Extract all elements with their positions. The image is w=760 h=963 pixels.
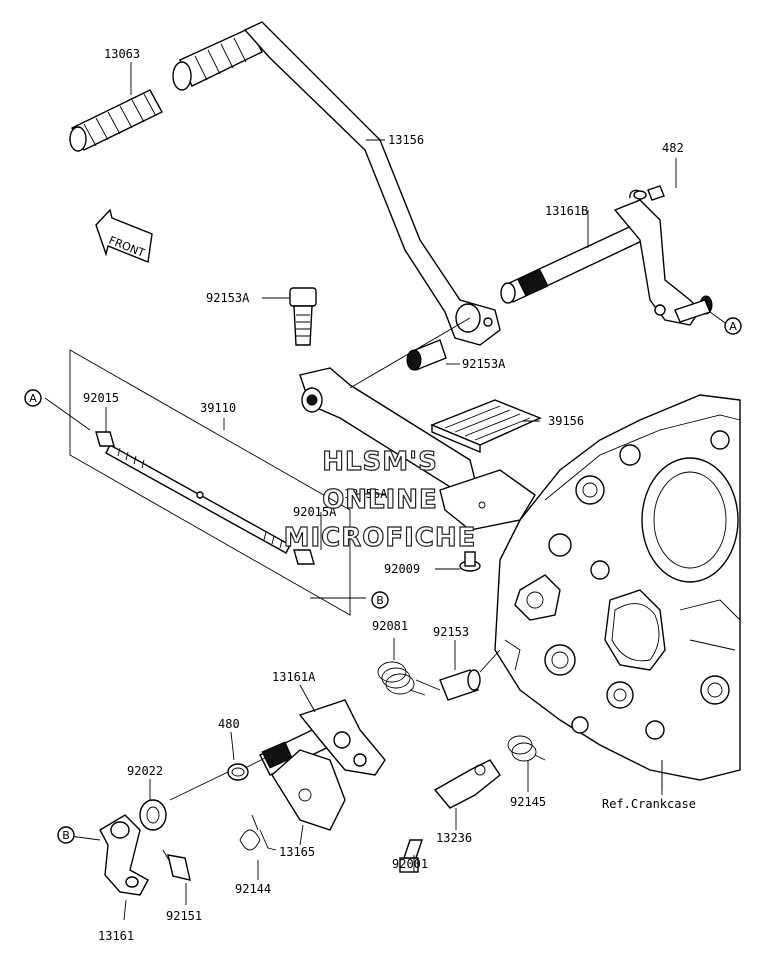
part-92009-bolt bbox=[459, 551, 481, 572]
watermark-line-3: MICROFICHE bbox=[284, 523, 477, 553]
svg-text:A: A bbox=[29, 392, 37, 405]
part-13156-arm bbox=[243, 21, 501, 346]
svg-text:B: B bbox=[62, 829, 70, 842]
part-480-ring bbox=[227, 763, 249, 781]
label-39110: 39110 bbox=[200, 401, 236, 415]
label-13156: 13156 bbox=[388, 133, 424, 147]
label-92144: 92144 bbox=[235, 882, 271, 896]
label-92081: 92081 bbox=[372, 619, 408, 633]
ref-circle-b-left: B bbox=[57, 826, 75, 844]
part-92081-spring bbox=[377, 661, 426, 696]
label-92001: 92001 bbox=[392, 857, 428, 871]
part-92153A-bolt-upper bbox=[289, 287, 317, 346]
part-13161B-shaft bbox=[500, 185, 713, 326]
part-labels: 13063 13156 482 13161B 92153A 92153A 920… bbox=[83, 47, 696, 943]
ref-circle-a-right: A bbox=[724, 317, 742, 335]
label-39156: 39156 bbox=[548, 414, 584, 428]
part-39110-rod bbox=[69, 349, 351, 616]
part-482-clip bbox=[629, 189, 647, 200]
label-92145: 92145 bbox=[510, 795, 546, 809]
svg-text:A: A bbox=[729, 320, 737, 333]
label-92153: 92153 bbox=[433, 625, 469, 639]
label-ref-crankcase: Ref.Crankcase bbox=[602, 797, 696, 811]
label-92153A-upper: 92153A bbox=[206, 291, 250, 305]
ref-circle-b-mid: B bbox=[371, 591, 389, 609]
crankcase bbox=[494, 394, 741, 790]
part-13236-plate bbox=[433, 759, 501, 809]
label-482: 482 bbox=[662, 141, 684, 155]
watermark: HLSM'S ONLINE MICROFICHE bbox=[283, 446, 477, 553]
label-92022: 92022 bbox=[127, 764, 163, 778]
part-92022-washer bbox=[139, 799, 167, 831]
watermark-line-1: HLSM'S bbox=[322, 447, 438, 477]
ref-circle-a-left: A bbox=[24, 389, 42, 407]
label-13236: 13236 bbox=[436, 831, 472, 845]
label-13156A: 13156A bbox=[344, 487, 388, 501]
part-92151-bolt bbox=[162, 849, 191, 881]
label-13161B: 13161B bbox=[545, 204, 588, 218]
part-92153-bolt bbox=[439, 669, 481, 701]
label-13063: 13063 bbox=[104, 47, 140, 61]
label-92151: 92151 bbox=[166, 909, 202, 923]
label-92153A-lower: 92153A bbox=[462, 357, 506, 371]
part-13161-lever bbox=[99, 814, 149, 896]
watermark-line-2: ONLINE bbox=[322, 485, 438, 515]
label-92015A: 92015A bbox=[293, 505, 337, 519]
part-13063-rubber bbox=[69, 27, 263, 152]
part-39156-pad bbox=[430, 399, 542, 454]
part-13156A-pedal bbox=[299, 367, 536, 531]
front-arrow-icon: FRONT bbox=[95, 208, 153, 263]
part-13165-plate bbox=[271, 749, 346, 831]
label-13165: 13165 bbox=[279, 845, 315, 859]
part-92001-bolt bbox=[399, 839, 423, 873]
part-92144-spring bbox=[239, 814, 277, 851]
label-13161A: 13161A bbox=[272, 670, 316, 684]
part-13161A-shaft bbox=[259, 699, 386, 776]
label-92009: 92009 bbox=[384, 562, 420, 576]
label-13161: 13161 bbox=[98, 929, 134, 943]
leader-lines bbox=[44, 62, 729, 921]
label-92015: 92015 bbox=[83, 391, 119, 405]
label-480: 480 bbox=[218, 717, 240, 731]
svg-text:B: B bbox=[376, 594, 384, 607]
part-92153A-bolt-lower bbox=[406, 339, 447, 371]
part-92145-spring bbox=[507, 735, 546, 762]
